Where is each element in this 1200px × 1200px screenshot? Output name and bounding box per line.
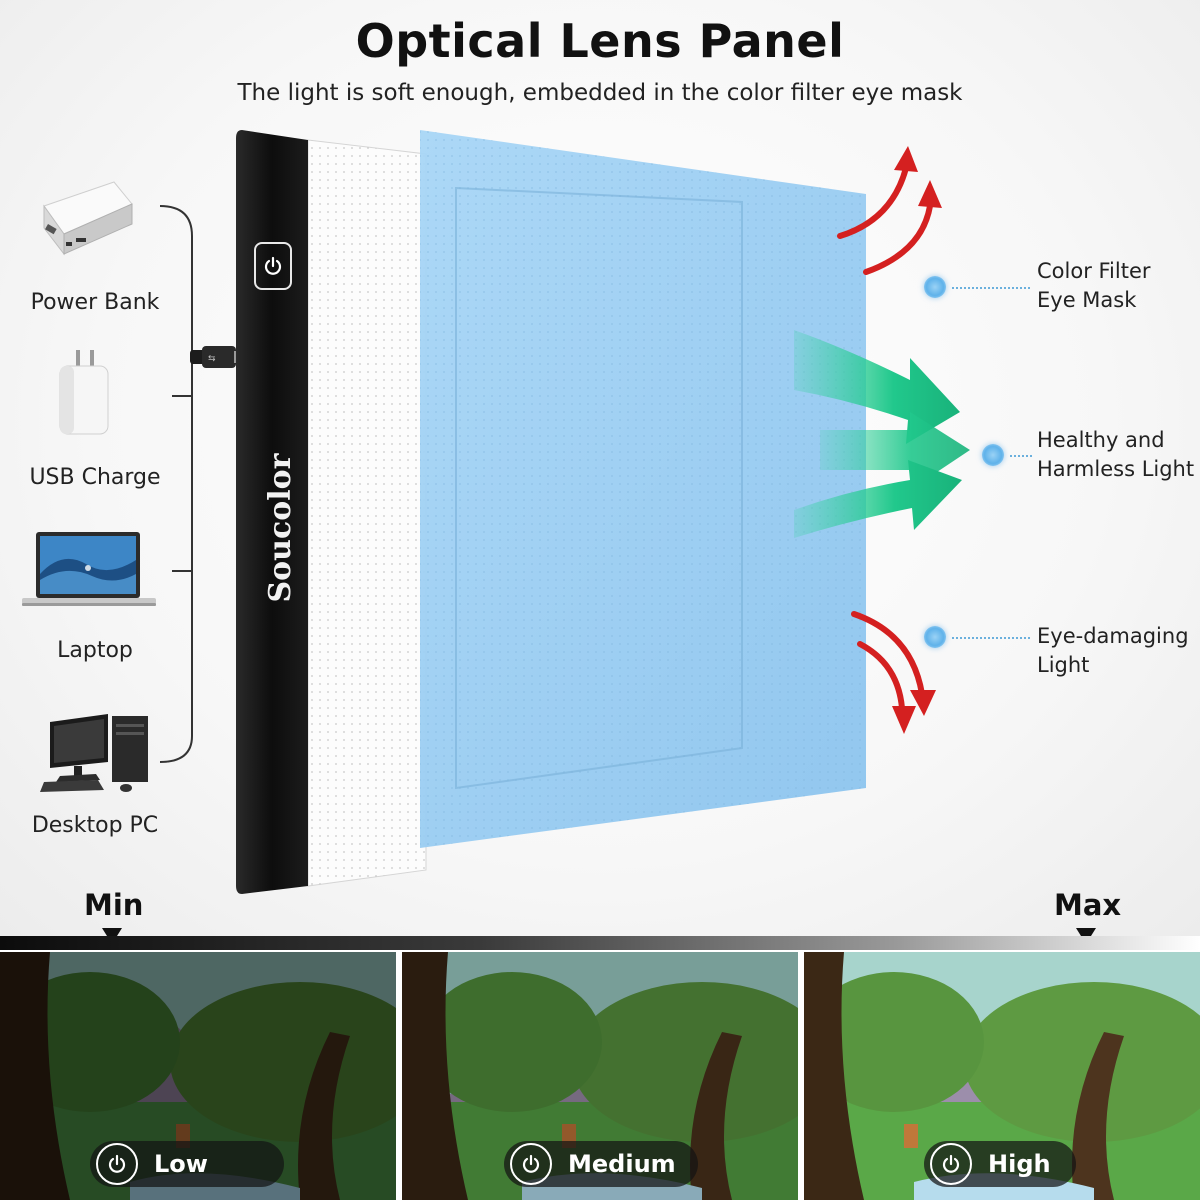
callout-line-eye-damaging [952,637,1030,639]
forest-scene-image [402,952,798,1200]
callout-text-line: Color Filter [1037,259,1151,283]
brightness-gradient-bar [0,936,1200,950]
power-icon [510,1143,552,1185]
laptop-icon [22,532,156,606]
callout-healthy-light: Healthy and Harmless Light [1037,426,1194,484]
callout-color-filter: Color Filter Eye Mask [1037,257,1151,315]
scale-max-label: Max [1054,888,1122,922]
callout-line-color-filter [952,287,1030,289]
color-filter-eye-mask [420,130,866,848]
callout-text-line: Light [1037,653,1090,677]
power-button[interactable] [254,242,292,290]
preview-panel-medium [402,952,798,1200]
callout-text-line: Harmless Light [1037,457,1195,481]
level-button-medium[interactable]: Medium [504,1141,698,1187]
callout-text-line: Healthy and [1037,428,1165,452]
callout-eye-damaging-light: Eye-damaging Light [1037,622,1189,680]
page-subtitle: The light is soft enough, embedded in th… [237,80,963,106]
level-button-high[interactable]: High [924,1141,1076,1187]
device-label-laptop: Laptop [57,638,133,663]
svg-text:⇆: ⇆ [208,354,216,364]
level-label: High [988,1150,1051,1178]
harmful-light-arrows-bottom [851,611,936,734]
callout-dot-eye-damaging [924,626,946,648]
desktop-pc-icon [40,714,148,792]
light-pad-panel [236,130,427,894]
device-connector-bracket [159,205,208,763]
healthy-light-arrows [794,330,970,538]
callout-dot-color-filter [924,276,946,298]
device-label-usb-charge: USB Charge [29,465,161,490]
scale-min-label: Min [84,888,144,922]
device-label-power-bank: Power Bank [30,290,160,315]
callout-dot-healthy-light [982,444,1004,466]
power-icon [96,1143,138,1185]
power-bank-icon [43,181,133,256]
level-label: Medium [568,1150,676,1178]
callout-line-healthy-light [1010,455,1032,457]
usb-charger-icon [59,350,109,435]
power-icon [264,256,282,275]
device-label-desktop-pc: Desktop PC [31,813,159,838]
power-icon [930,1143,972,1185]
preview-panel-high [804,952,1200,1200]
callout-text-line: Eye Mask [1037,288,1137,312]
level-label: Low [154,1150,208,1178]
page-title: Optical Lens Panel [355,14,845,68]
forest-scene-image [804,952,1200,1200]
harmful-light-arrows-top [837,146,942,275]
level-button-low[interactable]: Low [90,1141,284,1187]
callout-text-line: Eye-damaging [1037,624,1189,648]
brand-logo: Soucolor [263,453,298,603]
